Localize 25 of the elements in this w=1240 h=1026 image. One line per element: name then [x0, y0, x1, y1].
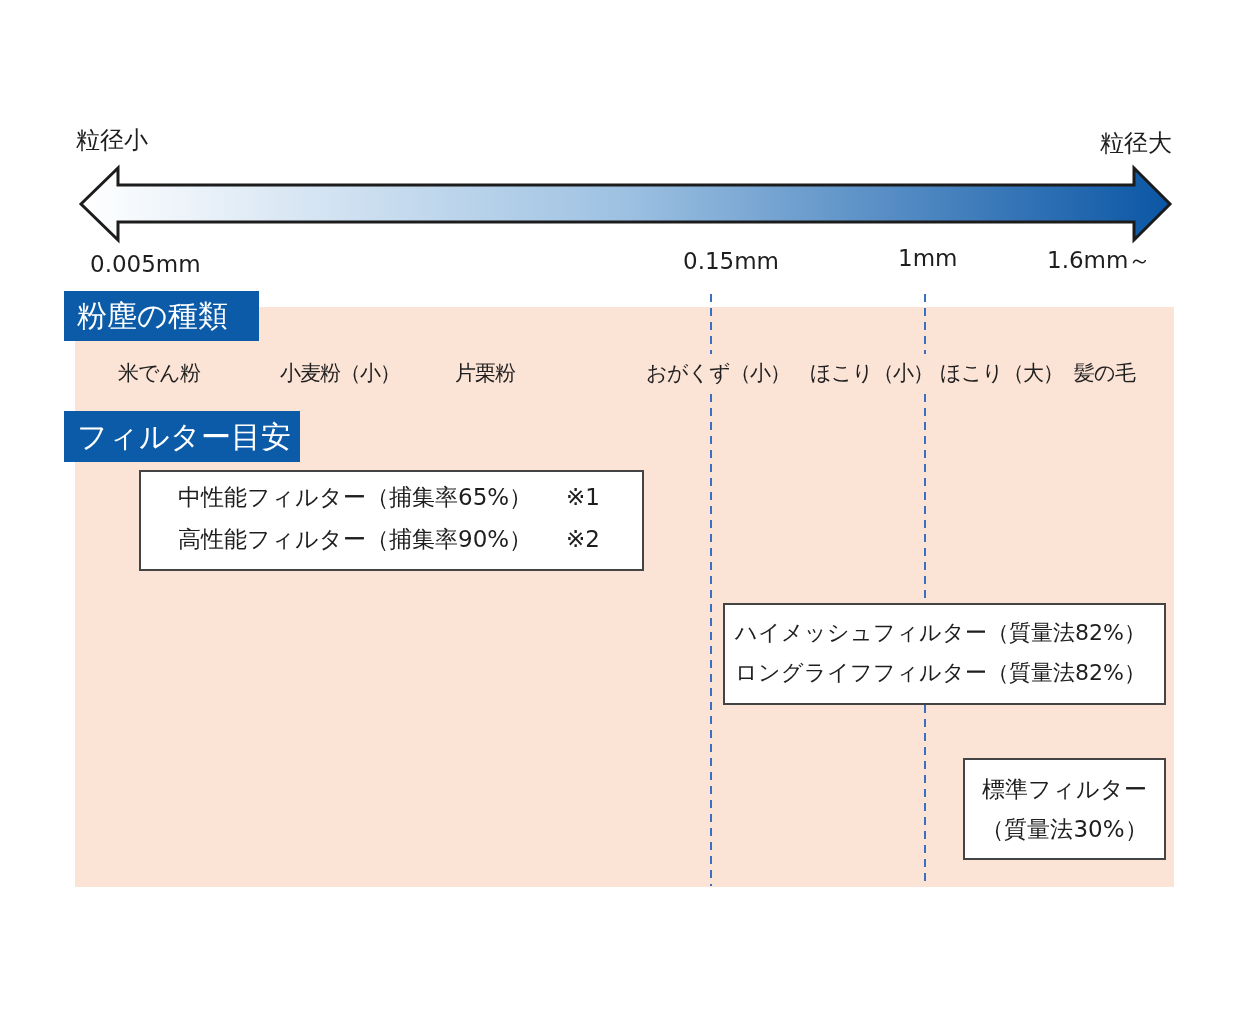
filter-box — [139, 470, 644, 571]
filter-box — [963, 758, 1166, 860]
dust-type-label: 小麦粉（小） — [280, 360, 400, 387]
filter-label: 標準フィルター（質量法30%） — [980, 775, 1149, 844]
footnote-mark: ※2 — [566, 525, 600, 554]
filter-label: 中性能フィルター（捕集率65%） — [178, 483, 533, 512]
filter-label: 高性能フィルター（捕集率90%） — [178, 525, 533, 554]
tick-label: 0.005mm — [90, 250, 201, 279]
tick-label: 1.6mm～ — [1047, 246, 1152, 275]
section-header: 粉塵の種類 — [64, 291, 259, 341]
dust-type-label: 米でん粉 — [118, 360, 200, 387]
footnote-mark: ※1 — [566, 483, 600, 512]
dust-type-label: ほこり（大） — [940, 360, 1063, 387]
scale-end-label: 粒径小 — [76, 125, 148, 155]
tick-label: 1mm — [898, 244, 958, 273]
scale-end-label: 粒径大 — [1100, 128, 1172, 158]
filter-label: ロングライフフィルター（質量法82%） — [735, 659, 1146, 687]
dust-type-label: ほこり（小） — [810, 360, 933, 387]
filter-label: ハイメッシュフィルター（質量法82%） — [735, 619, 1146, 647]
tick-label: 0.15mm — [683, 247, 780, 276]
section-header: フィルター目安 — [64, 411, 300, 462]
filter-box — [723, 603, 1166, 705]
dust-type-label: おがくず（小） — [646, 360, 790, 387]
dust-type-label: 髪の毛 — [1074, 360, 1135, 387]
dust-type-label: 片栗粉 — [455, 360, 515, 387]
